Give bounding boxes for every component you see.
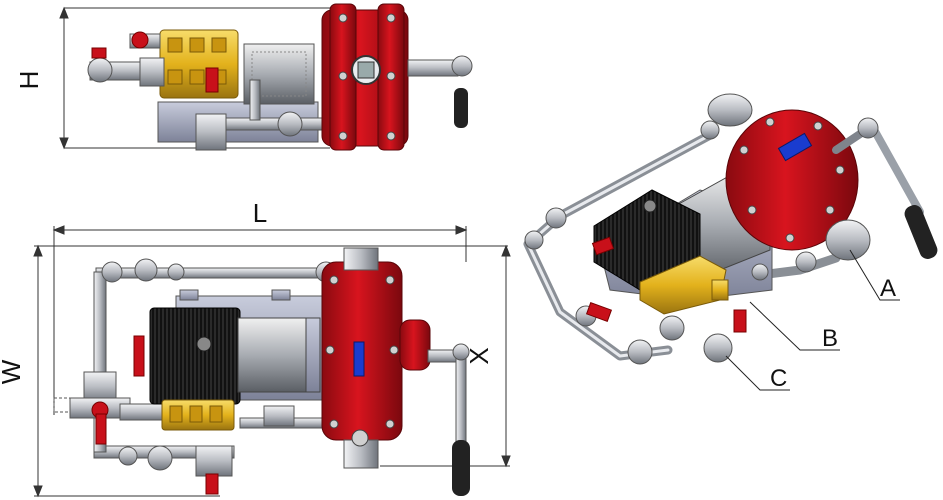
width-dimension (33, 244, 508, 498)
front-view: L W X (0, 198, 511, 498)
top-view: H (14, 3, 473, 151)
length-dimension (52, 225, 468, 415)
motor-cylinder (237, 317, 307, 393)
callout-leaders (725, 249, 900, 391)
height-label: H (14, 71, 44, 90)
length-label: L (253, 198, 267, 228)
callout-a: A (880, 275, 896, 302)
crank-handle-front (452, 440, 470, 496)
iso-pump-body (725, 109, 859, 251)
width-label: W (0, 359, 26, 384)
callout-b: B (822, 325, 838, 352)
strainer (139, 57, 165, 87)
bypass-pipe (209, 117, 331, 131)
crank-handle-top (454, 88, 468, 128)
iso-crank-handle (904, 205, 938, 259)
callout-c: C (770, 365, 787, 392)
depth-dimension (380, 244, 511, 468)
motor-cooling-fins (149, 307, 241, 405)
isometric-view: A B C (523, 93, 938, 392)
depth-label: X (464, 347, 494, 364)
